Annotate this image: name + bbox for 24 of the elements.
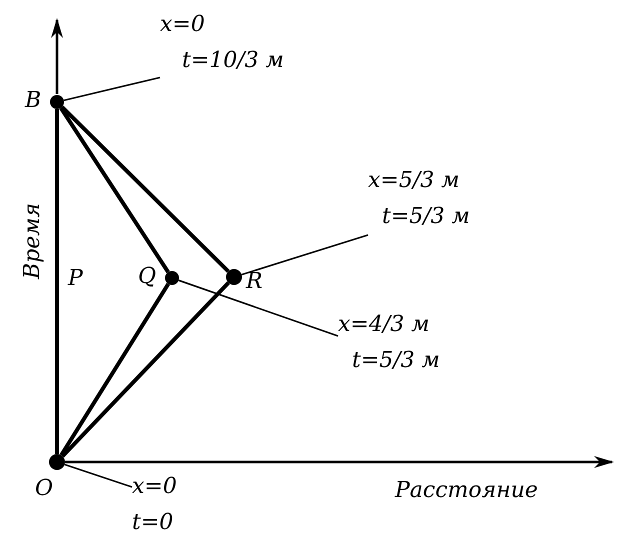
point-label: B — [25, 88, 42, 114]
world-line — [61, 281, 230, 458]
coordinate-label: x=4/3 м — [338, 312, 430, 338]
coordinate-label: x=0 — [160, 12, 205, 38]
point-label: O — [35, 476, 54, 502]
world-line — [59, 106, 170, 274]
point-label: P — [68, 266, 83, 292]
coordinate-label: t=5/3 м — [382, 204, 470, 230]
axis-label: Расстояние — [395, 478, 538, 504]
world-line — [55, 109, 59, 454]
leader-line — [64, 76, 160, 102]
axis-label: Время — [20, 202, 46, 282]
point-label: R — [246, 269, 263, 295]
leader-line — [241, 234, 368, 276]
world-line — [60, 282, 170, 456]
leader-line — [178, 280, 338, 337]
point-label: Q — [138, 264, 156, 290]
coordinate-label: x=5/3 м — [368, 168, 460, 194]
coordinate-label: t=10/3 м — [182, 48, 284, 74]
coordinate-label: t=5/3 м — [352, 348, 440, 374]
world-line — [60, 106, 230, 273]
coordinate-label: t=0 — [132, 510, 174, 536]
leader-line — [64, 464, 132, 488]
coordinate-label: x=0 — [132, 474, 177, 500]
